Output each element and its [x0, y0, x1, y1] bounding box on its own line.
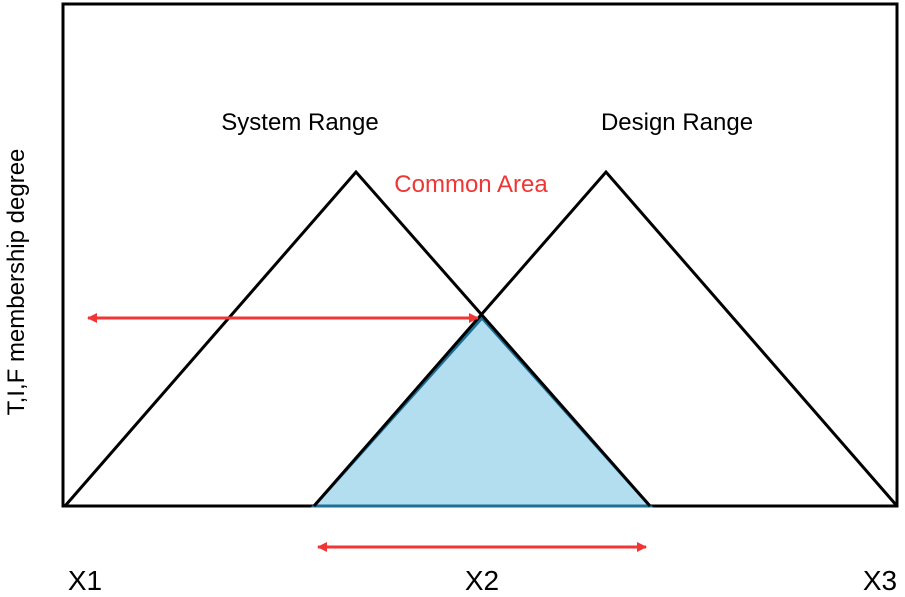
design-range-triangle [312, 169, 899, 507]
y-axis-label: T,I,F membership degree [3, 149, 30, 416]
x3-label: X3 [863, 565, 897, 596]
x1-label: X1 [68, 565, 102, 596]
system-range-triangle [63, 169, 652, 507]
x2-label: X2 [465, 565, 499, 596]
design-range-label: Design Range [601, 109, 753, 136]
common-area-triangle [310, 315, 654, 508]
system-range-label: System Range [221, 109, 378, 136]
common-area-label: Common Area [394, 171, 548, 198]
